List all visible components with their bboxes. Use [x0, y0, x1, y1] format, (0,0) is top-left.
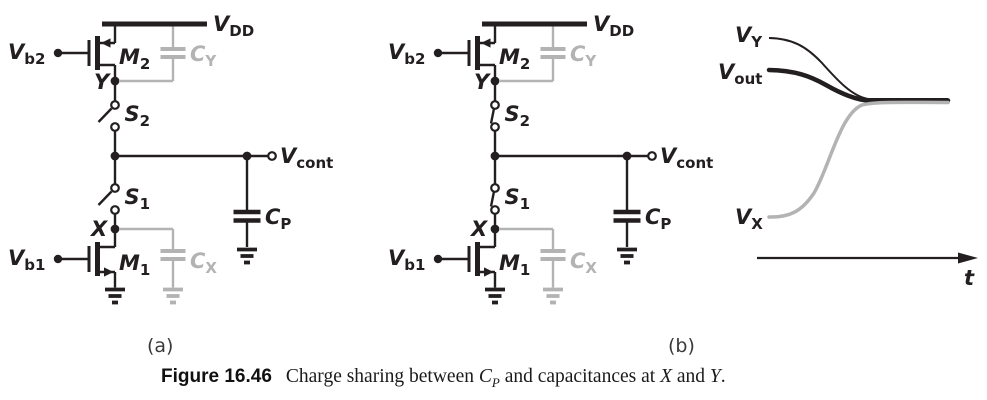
switch-contact: [110, 205, 120, 215]
capacitor-cp: [613, 156, 641, 265]
m1-label: M1: [119, 251, 150, 279]
switch-contact: [110, 183, 120, 193]
cx-label: CX: [190, 249, 217, 277]
switch-contact: [490, 122, 500, 132]
vb2-label: Vb2: [8, 40, 45, 68]
switch-s2: [97, 85, 120, 152]
caption-text: .: [720, 366, 726, 387]
node-y-dot: [110, 76, 120, 86]
s2-label: S2: [505, 102, 531, 130]
vx-curve-label: VX: [735, 205, 763, 233]
vcont-terminal: [647, 151, 657, 161]
switch-contact: [110, 122, 120, 132]
vcont-terminal: [267, 151, 277, 161]
s1-label: S1: [125, 185, 151, 213]
figure-caption-number: Figure 16.46: [161, 366, 272, 387]
m1-label: M1: [499, 251, 530, 279]
vb1-label: Vb1: [8, 246, 45, 274]
capacitor-cp: [233, 156, 261, 265]
node-x-label: X: [89, 217, 109, 241]
transient-graph: VY Vout VX t: [718, 23, 978, 290]
capacitor-cx: [119, 227, 186, 305]
time-axis-label: t: [964, 266, 975, 290]
pmos-source-arrow-icon: [101, 38, 111, 48]
switch-contact: [490, 183, 500, 193]
pmos-source-arrow-icon: [481, 38, 491, 48]
caption-text: Charge sharing between: [285, 366, 479, 387]
vb1-label: Vb1: [388, 246, 425, 274]
capacitor-cx: [499, 227, 566, 305]
vdd-label: VDD: [213, 12, 254, 40]
time-axis-arrow-icon: [958, 252, 978, 264]
vx-curve: [767, 100, 950, 219]
figure-caption: Figure 16.46 Charge sharing between CP an…: [161, 366, 726, 391]
cp-label: CP: [645, 205, 671, 233]
circuit-b: VDD Vb2 M2 Y CY: [388, 12, 713, 357]
switch-contact: [490, 100, 500, 110]
switch-s1: [489, 160, 500, 229]
vy-curve: [768, 37, 948, 100]
panel-label-b: (b): [668, 335, 695, 357]
vout-curve-label: Vout: [718, 60, 762, 88]
caption-text: and: [671, 366, 710, 387]
node-y-dot: [490, 76, 500, 86]
caption-var-y: Y: [709, 366, 721, 387]
nmos-m1: [433, 229, 505, 305]
switch-contact: [110, 100, 120, 110]
pmos-m2: [53, 24, 117, 81]
nmos-m1: [53, 229, 125, 305]
panel-label-a: (a): [147, 335, 173, 357]
s2-label: S2: [125, 102, 151, 130]
cy-label: CY: [570, 42, 597, 70]
caption-text: and capacitances at: [499, 366, 661, 387]
switch-blade-open: [97, 107, 113, 123]
nmos-source-arrow-icon: [104, 267, 114, 277]
caption-var-cp-sub: P: [491, 374, 500, 390]
switch-s2: [489, 85, 500, 152]
node-x-label: X: [469, 217, 489, 241]
switch-blade-closed: [489, 191, 496, 207]
cp-label: CP: [265, 205, 291, 233]
switch-blade-closed: [489, 108, 496, 124]
cx-label: CX: [570, 249, 597, 277]
vb2-node-dot: [53, 48, 63, 58]
s1-label: S1: [505, 185, 531, 213]
m2-label: M2: [499, 45, 530, 73]
vcont-label: Vcont: [280, 144, 333, 172]
capacitor-cy: [119, 26, 186, 83]
caption-var-cp: C: [478, 366, 492, 387]
vdd-label: VDD: [593, 12, 634, 40]
vb1-node-dot: [53, 254, 63, 264]
nmos-source-arrow-icon: [484, 267, 494, 277]
capacitor-cy: [499, 26, 566, 83]
cy-label: CY: [190, 42, 217, 70]
switch-contact: [490, 205, 500, 215]
caption-var-x: X: [660, 366, 672, 387]
vb1-node-dot: [433, 254, 443, 264]
circuit-a: VDD Vb2 M2 Y CY: [8, 12, 333, 357]
node-y-label: Y: [474, 70, 491, 94]
vb2-label: Vb2: [388, 40, 425, 68]
m2-label: M2: [119, 45, 150, 73]
switch-blade-open: [97, 190, 113, 206]
node-y-label: Y: [94, 70, 111, 94]
vy-curve-label: VY: [735, 23, 763, 51]
vcont-label: Vcont: [660, 144, 713, 172]
vb2-node-dot: [433, 48, 443, 58]
vout-curve: [766, 67, 951, 103]
